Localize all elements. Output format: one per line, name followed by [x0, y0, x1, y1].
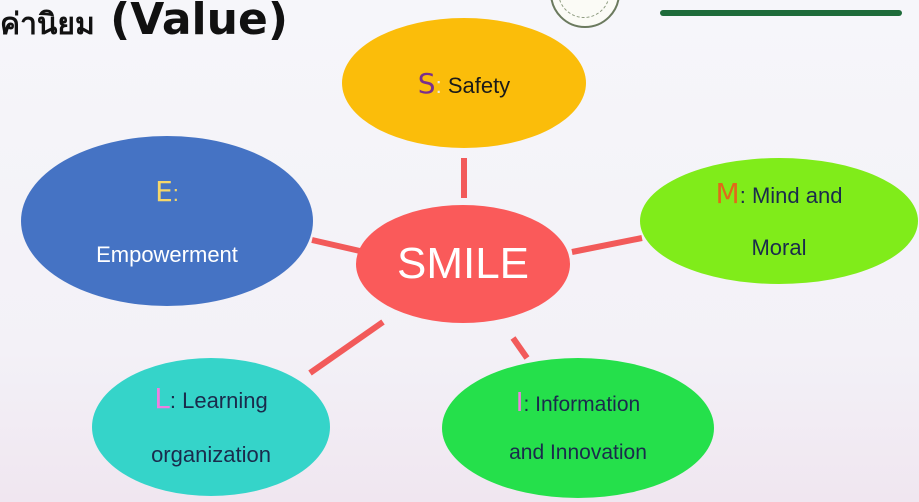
node-information-text1: : Information: [523, 393, 641, 416]
node-empowerment-text: Empowerment: [96, 241, 238, 267]
title-english: Value: [130, 0, 268, 45]
node-center-smile: SMILE: [356, 205, 570, 323]
node-mind-moral-text1: : Mind and: [739, 183, 843, 208]
title-open-paren: (: [94, 0, 131, 45]
connector-l: [308, 319, 385, 376]
node-mind-moral-text2: Moral: [751, 235, 807, 260]
node-empowerment-colon: :: [172, 180, 179, 206]
node-mind-moral-line1: M: Mind and: [716, 168, 843, 222]
node-mind-moral-letter: M: [715, 177, 740, 210]
title-close-paren: ): [267, 0, 288, 45]
node-learning-letter: L: [154, 382, 170, 415]
connector-i: [510, 336, 530, 360]
connector-m: [571, 235, 643, 255]
page-title: ค่านิยม (Value): [0, 0, 288, 54]
node-empowerment-letter: E: [155, 174, 173, 208]
node-safety-colon: :: [435, 72, 442, 98]
node-safety-letter: S: [417, 66, 436, 100]
header-accent-bar: [660, 10, 902, 16]
node-learning: L: Learning organization: [92, 358, 330, 496]
node-safety-text: Safety: [441, 72, 511, 98]
node-empowerment-head: E:: [155, 175, 179, 208]
node-mind-moral: M: Mind and Moral: [640, 158, 918, 284]
node-center-label: SMILE: [396, 239, 530, 288]
node-empowerment: E: Empowerment: [21, 136, 313, 306]
node-safety-label: S: Safety: [418, 67, 510, 100]
title-thai: ค่านิยม: [0, 7, 95, 42]
node-information-text2: and Innovation: [509, 441, 647, 464]
node-learning-text1: : Learning: [169, 388, 268, 413]
node-information-line1: I: Information: [516, 379, 640, 429]
node-learning-text2: organization: [151, 442, 271, 467]
node-learning-line1: L: Learning: [154, 372, 267, 428]
connector-e: [311, 237, 361, 254]
node-information: I: Information and Innovation: [442, 358, 714, 498]
node-information-letter: I: [515, 388, 524, 418]
node-safety: S: Safety: [342, 18, 586, 148]
